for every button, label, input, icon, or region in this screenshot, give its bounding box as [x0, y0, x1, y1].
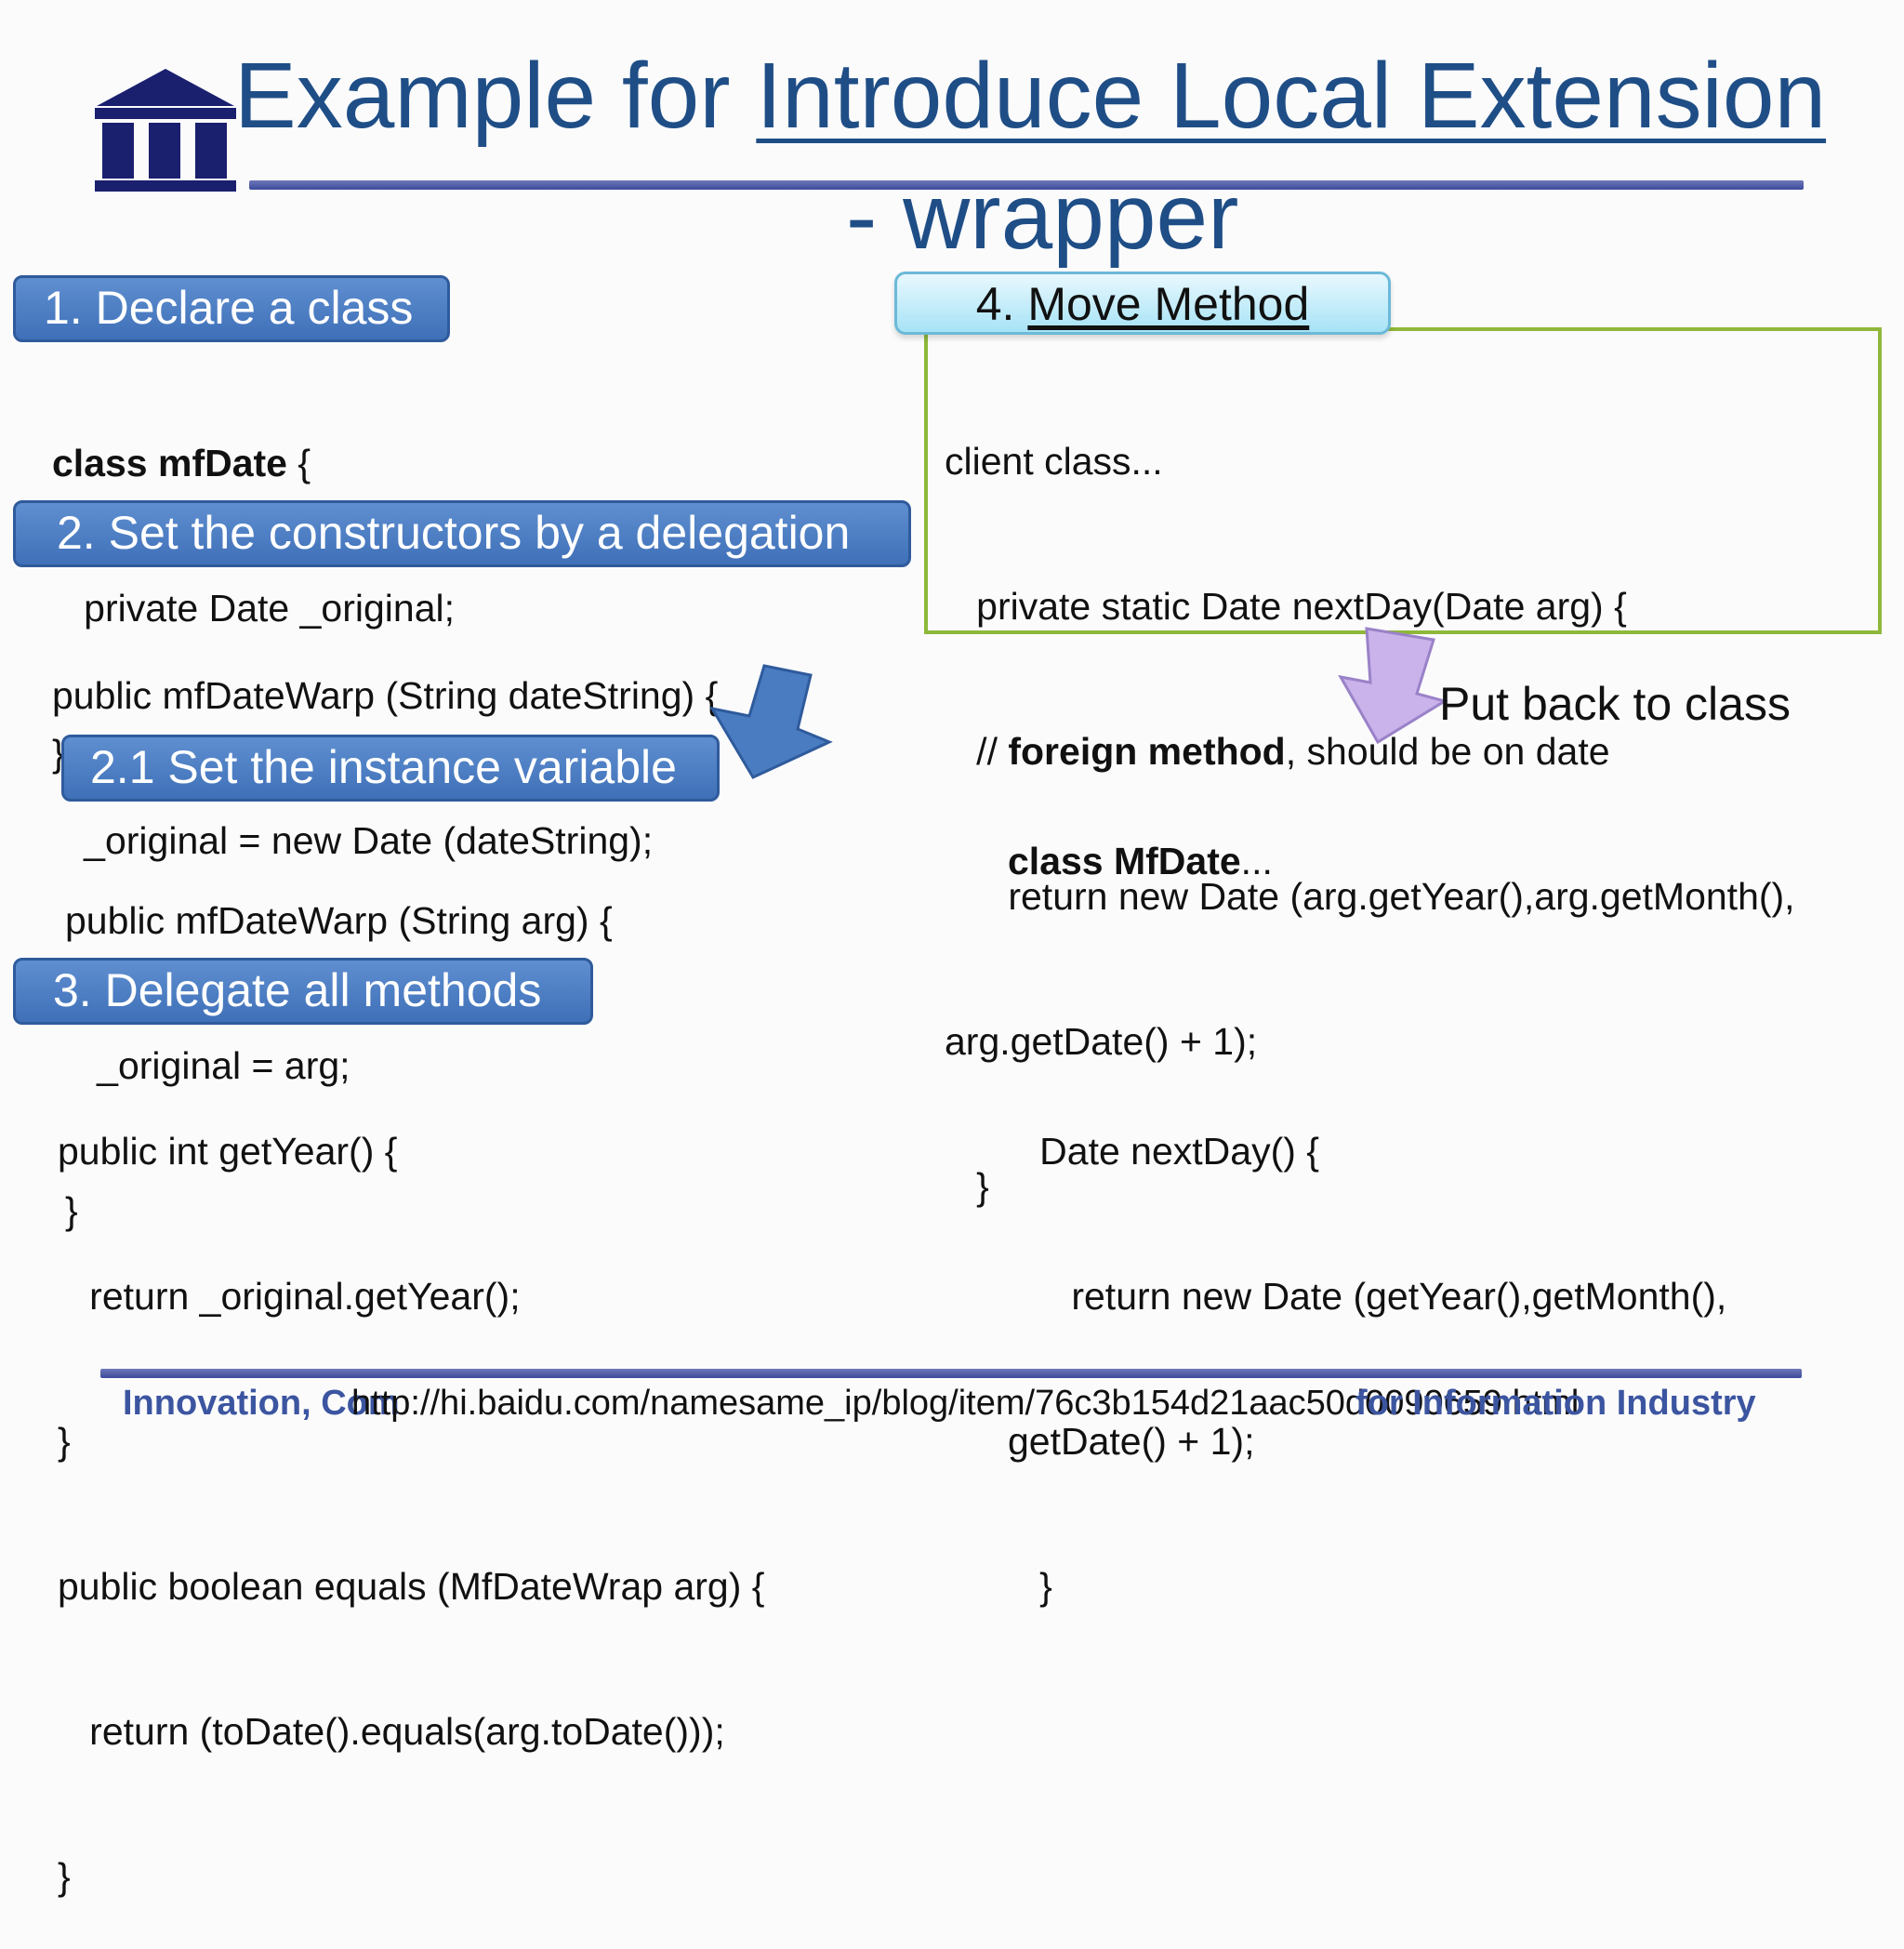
code-line: return (toDate().equals(arg.toDate())); [58, 1710, 725, 1753]
code-line: public boolean equals (MfDateWrap arg) { [58, 1565, 765, 1608]
code-line: private Date _original; [52, 587, 456, 630]
source-url[interactable]: http://hi.baidu.com/namesame_ip/blog/ite… [351, 1384, 1580, 1423]
put-back-label: Put back to class [1439, 678, 1791, 730]
code-line [1008, 982, 1726, 1030]
code-bold: class mfDate [52, 442, 287, 484]
title-prefix: Example for [234, 44, 757, 148]
code-line: _original = arg; [65, 1044, 350, 1087]
code-line: public mfDateWarp (String dateString) { [52, 674, 719, 717]
step3-code: public int getYear() { return _original.… [58, 1030, 764, 1949]
code-line: return new Date (getYear(),getMonth(), [1008, 1275, 1727, 1318]
code-line: } [945, 1165, 989, 1208]
step1-label: 1. Declare a class [13, 275, 450, 342]
step2-1-code: public mfDateWarp (String arg) { _origin… [65, 800, 613, 1283]
page-title-line2: - wrapper [846, 165, 1239, 269]
code-comment-post: , should be on date [1285, 730, 1610, 773]
step2-1-label: 2.1 Set the instance variable [61, 735, 720, 802]
code-line: client class... [945, 440, 1163, 483]
code-line: class MfDate... [1008, 837, 1726, 885]
code-line: // foreign method, should be on date [945, 727, 1795, 776]
code-line: } [65, 1189, 78, 1232]
move-method-link[interactable]: Move Method [1027, 278, 1310, 330]
title-divider [249, 180, 1804, 190]
title-link[interactable]: Introduce Local Extension [756, 44, 1827, 148]
code-rest: { [286, 442, 311, 484]
code-bold: class MfDate [1008, 840, 1241, 882]
code-bold: foreign method [1008, 730, 1286, 773]
code-line: arg.getDate() + 1); [945, 1020, 1258, 1063]
code-rest: ... [1240, 840, 1273, 882]
step2-label: 2. Set the constructors by a delegation [13, 500, 911, 567]
code-line: return new Date (arg.getYear(),arg.getMo… [945, 875, 1795, 918]
footer-slogan: Innovation, Com [123, 1384, 400, 1423]
footer-divider [100, 1369, 1802, 1378]
client-code-panel [924, 327, 1882, 634]
step4-label: 4. Move Method [894, 272, 1391, 335]
code-line: return _original.getYear(); [58, 1275, 521, 1318]
code-line: } [58, 1420, 71, 1463]
code-comment-pre: // [945, 730, 1009, 773]
down-arrow-icon [708, 664, 833, 779]
step2-code: public mfDateWarp (String dateString) { … [52, 575, 718, 1058]
code-line: private static Date nextDay(Date arg) { [945, 585, 1627, 628]
code-line: public mfDateWarp (String arg) { [65, 899, 613, 942]
step4-label-prefix: 4. [975, 278, 1028, 330]
step1-code: class mfDate { private Date _original; } [52, 342, 455, 826]
step3-label: 3. Delegate all methods [13, 958, 593, 1025]
step4-code: client class... private static Date next… [945, 340, 1795, 1259]
code-line: } [58, 1855, 71, 1898]
code-line: Date nextDay() { [1008, 1130, 1319, 1173]
code-line: class mfDate { [52, 439, 455, 487]
footer-slogan-end: for Information Industry [1355, 1384, 1756, 1423]
code-line: public int getYear() { [58, 1130, 398, 1173]
code-line: _original = new Date (dateString); [52, 819, 654, 862]
institution-logo [95, 69, 236, 192]
result-code: class MfDate... Date nextDay() { return … [1008, 740, 1726, 1659]
put-back-arrow-icon [1338, 627, 1448, 745]
code-line: } [1008, 1565, 1052, 1608]
page-title: Example for Introduce Local Extension [234, 45, 1826, 147]
code-line: getDate() + 1); [1008, 1420, 1255, 1463]
